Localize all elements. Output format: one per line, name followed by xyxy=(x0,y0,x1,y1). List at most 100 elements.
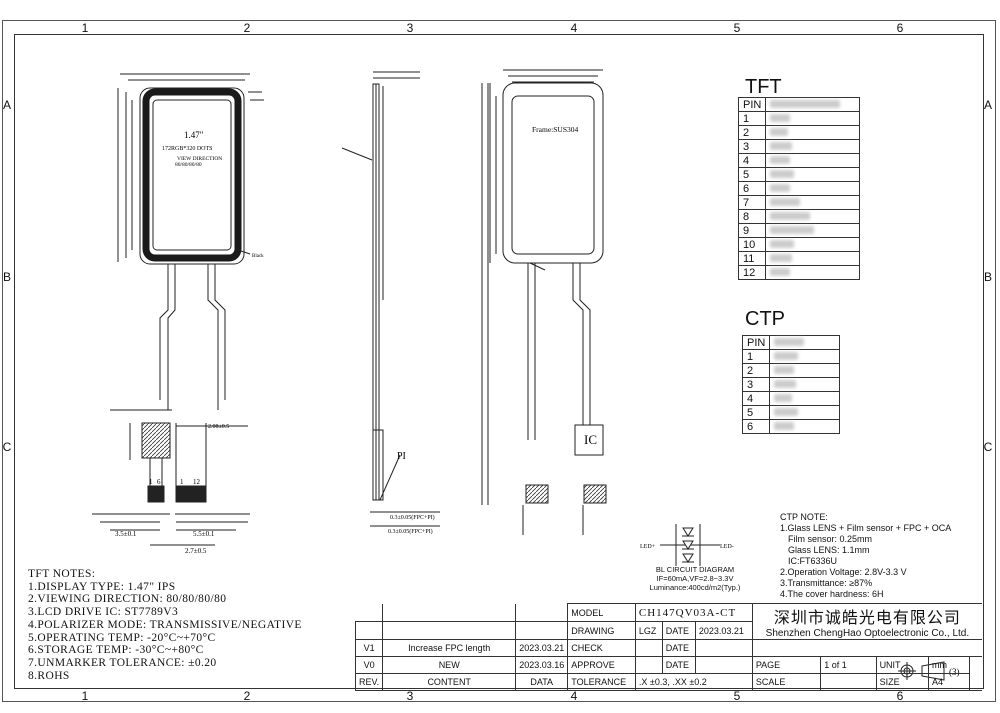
title-block: MODEL CH147QV03A-CT 深圳市诚皓光电有限公司 Shenzhen… xyxy=(354,603,982,691)
zone-col-6: 6 xyxy=(896,21,904,35)
zone-col-2: 2 xyxy=(243,21,251,35)
ctp-pin: 1 xyxy=(741,349,771,364)
ic-label: IC xyxy=(584,432,597,447)
tft-note: 7.UNMARKER TOLERANCE: ±0.20 xyxy=(28,656,217,669)
ctp-note: 3.Transmittance: ≥87% xyxy=(780,578,873,588)
black-label: Black xyxy=(252,254,264,259)
pin-1-right: 1 xyxy=(180,478,184,486)
ctp-pin: 2 xyxy=(741,363,771,378)
size-value: A4 xyxy=(928,673,971,691)
front-active-area xyxy=(152,99,232,251)
size-label: SIZE xyxy=(875,673,930,691)
view-direction-label: VIEW DIRECTION xyxy=(177,156,222,162)
view-direction-value: 80/80/80/80 xyxy=(175,162,202,168)
fpc-thickness-1: 0.3±0.05(FPC+PI) xyxy=(390,514,435,521)
check-label: CHECK xyxy=(567,639,636,657)
rev-v1-date: 2023.03.21 xyxy=(515,639,569,657)
date-label: DATE xyxy=(661,621,696,640)
rear-frame xyxy=(511,95,595,255)
drawing-label: DRAWING xyxy=(567,621,636,640)
front-outline xyxy=(139,87,245,265)
model-label: MODEL xyxy=(567,603,636,622)
zone-col-3: 3 xyxy=(406,21,414,35)
content-header: CONTENT xyxy=(382,673,517,691)
ctp-note: IC:FT6336U xyxy=(788,556,838,566)
tft-pin-table: PIN 1 2 3 4 5 6 7 8 9 10 11 12 xyxy=(737,97,860,280)
unit-label: UNIT xyxy=(875,656,930,674)
zone-col-1: 1 xyxy=(81,21,89,35)
date-label-approve: DATE xyxy=(661,656,696,674)
ctp-pin: 4 xyxy=(741,391,771,406)
dim-5-5: 5.5±0.1 xyxy=(193,530,215,538)
tft-note: 4.POLARIZER MODE: TRANSMISSIVE/NEGATIVE xyxy=(28,618,302,631)
tft-pin: 3 xyxy=(737,139,767,154)
resolution-label: 172RGB*320 DOTS xyxy=(162,146,213,152)
outer-border xyxy=(2,20,996,702)
rev-v0: V0 xyxy=(354,656,384,674)
display-size-label: 1.47" xyxy=(184,130,204,140)
bl-circuit-caption: BL CIRCUIT DIAGRAM IF=60mA,VF=2.8~3.3V L… xyxy=(640,515,750,592)
tft-pin: 6 xyxy=(737,181,767,196)
ctp-pin: 6 xyxy=(741,419,771,434)
zone-row-a-right: A xyxy=(983,98,992,112)
tolerance-value: .X ±0.3, .XX ±0.2 xyxy=(634,673,753,691)
zone-col-4-bottom: 4 xyxy=(570,689,578,703)
pin-6-left: 6 xyxy=(157,478,161,486)
drawing-value: LGZ xyxy=(634,621,663,640)
dim-2-08: 2.08±0.5 xyxy=(208,424,229,430)
tft-note: 1.DISPLAY TYPE: 1.47" IPS xyxy=(28,580,176,593)
frame-label: Frame:SUS304 xyxy=(532,125,579,134)
tft-pin: 2 xyxy=(737,125,767,140)
tft-pin: 7 xyxy=(737,195,767,210)
tft-pin: 12 xyxy=(737,265,767,280)
company-name-en: Shenzhen ChengHao Optoelectronic Co., Lt… xyxy=(765,628,970,639)
zone-col-6-bottom: 6 xyxy=(896,689,904,703)
ctp-notes: CTP NOTE: 1.Glass LENS + Film sensor + F… xyxy=(780,512,951,600)
data-header: DATA xyxy=(515,673,569,691)
tft-notes: TFT NOTES: 1.DISPLAY TYPE: 1.47" IPS 2.V… xyxy=(28,568,302,682)
unit-value: mm xyxy=(928,656,971,674)
tft-note: 8.ROHS xyxy=(28,669,70,682)
pin-1-left: 1 xyxy=(149,478,153,486)
fpc-thickness-2: 0.3±0.05(FPC+PI) xyxy=(388,528,433,535)
ctp-note: Film sensor: 0.25mm xyxy=(788,534,873,544)
zone-row-b-right: B xyxy=(983,270,992,284)
ctp-notes-title: CTP NOTE: xyxy=(780,512,828,522)
tft-pin: 5 xyxy=(737,167,767,182)
zone-col-2-bottom: 2 xyxy=(243,689,251,703)
tft-pin: 4 xyxy=(737,153,767,168)
zone-col-1-bottom: 1 xyxy=(81,689,89,703)
zone-col-4: 4 xyxy=(570,21,578,35)
rev-v0-date: 2023.03.16 xyxy=(515,656,569,674)
date-label-check: DATE xyxy=(661,639,696,657)
dim-3-5: 3.5±0.1 xyxy=(115,530,137,538)
led-plus-label: LED+ xyxy=(640,544,656,550)
front-black-border xyxy=(142,88,242,262)
approve-label: APPROVE xyxy=(567,656,636,674)
zone-row-c: C xyxy=(2,440,12,454)
rev-v1: V1 xyxy=(354,639,384,657)
ctp-table-title: CTP xyxy=(745,308,785,330)
zone-col-5-bottom: 5 xyxy=(733,689,741,703)
rev-v1-content: Increase FPC length xyxy=(382,639,517,657)
zone-row-c-right: C xyxy=(983,440,993,454)
ctp-pin: 3 xyxy=(741,377,771,392)
tft-note: 2.VIEWING DIRECTION: 80/80/80/80 xyxy=(28,593,227,606)
scale-label: SCALE xyxy=(751,673,822,691)
model-value: CH147QV03A-CT xyxy=(634,603,753,622)
rev-header: REV. xyxy=(354,673,384,691)
tft-pin: 8 xyxy=(737,209,767,224)
tft-table-title: TFT xyxy=(745,76,782,98)
dim-2-7: 2.7±0.5 xyxy=(185,547,207,555)
ctp-pin: 5 xyxy=(741,405,771,420)
company-name-cn: 深圳市诚皓光电有限公司 xyxy=(773,610,961,627)
tft-pin: 10 xyxy=(737,237,767,252)
zone-col-5: 5 xyxy=(733,21,741,35)
rev-v0-content: NEW xyxy=(382,656,517,674)
ctp-note: 4.The cover hardness: 6H xyxy=(780,589,884,599)
ic-chip xyxy=(574,424,604,456)
led-minus-label: LED- xyxy=(720,544,734,550)
tft-pin: 11 xyxy=(737,251,767,266)
tft-note: 3.LCD DRIVE IC: ST7789V3 xyxy=(28,606,179,619)
